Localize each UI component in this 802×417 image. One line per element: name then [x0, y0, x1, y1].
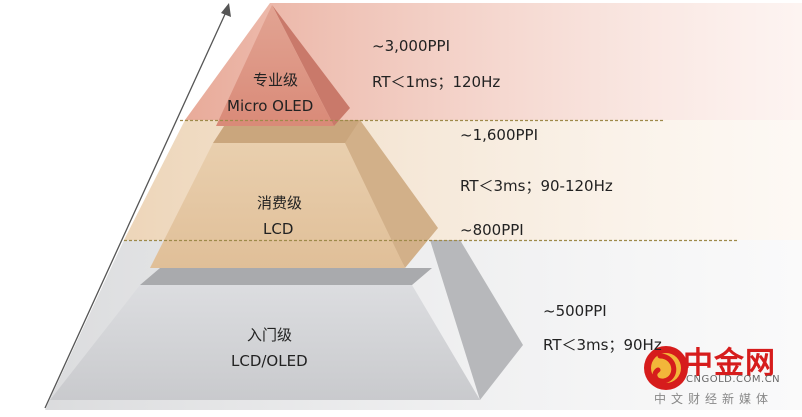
up-arrow-icon: [221, 3, 231, 17]
professional-response: RT＜1ms；120Hz: [372, 73, 501, 91]
band-professional: [185, 3, 802, 120]
consumer-ppi-low: ~800PPI: [460, 221, 524, 239]
up-arrow-shaft: [44, 11, 227, 409]
entry-tier-front: [50, 285, 480, 400]
watermark-url: CNGOLD.COM.CN: [686, 374, 781, 385]
consumer-tier-title: 消费级: [257, 194, 303, 212]
cngold-logo-icon: [644, 346, 688, 390]
consumer-ppi-high: ~1,600PPI: [460, 126, 539, 144]
consumer-response: RT＜3ms；90-120Hz: [460, 177, 613, 195]
entry-tier-title: 入门级: [247, 326, 293, 344]
professional-tier-front: [216, 5, 334, 126]
professional-tier-tech: Micro OLED: [227, 97, 314, 115]
entry-tier-side: [430, 240, 523, 400]
watermark-tagline: 中文财经新媒体: [654, 392, 774, 406]
consumer-tier-tech: LCD: [263, 220, 294, 238]
professional-ppi: ~3,000PPI: [372, 37, 451, 55]
professional-tier-title: 专业级: [253, 71, 299, 89]
professional-tier-side: [272, 5, 350, 126]
consumer-tier-side: [340, 120, 438, 268]
consumer-tier-front: [150, 143, 405, 268]
watermark-name: 中金网: [683, 346, 776, 381]
entry-ppi: ~500PPI: [543, 302, 607, 320]
entry-response: RT＜3ms；90Hz: [543, 336, 662, 354]
entry-tier-tech: LCD/OLED: [231, 352, 308, 370]
entry-tier-top: [140, 268, 432, 285]
